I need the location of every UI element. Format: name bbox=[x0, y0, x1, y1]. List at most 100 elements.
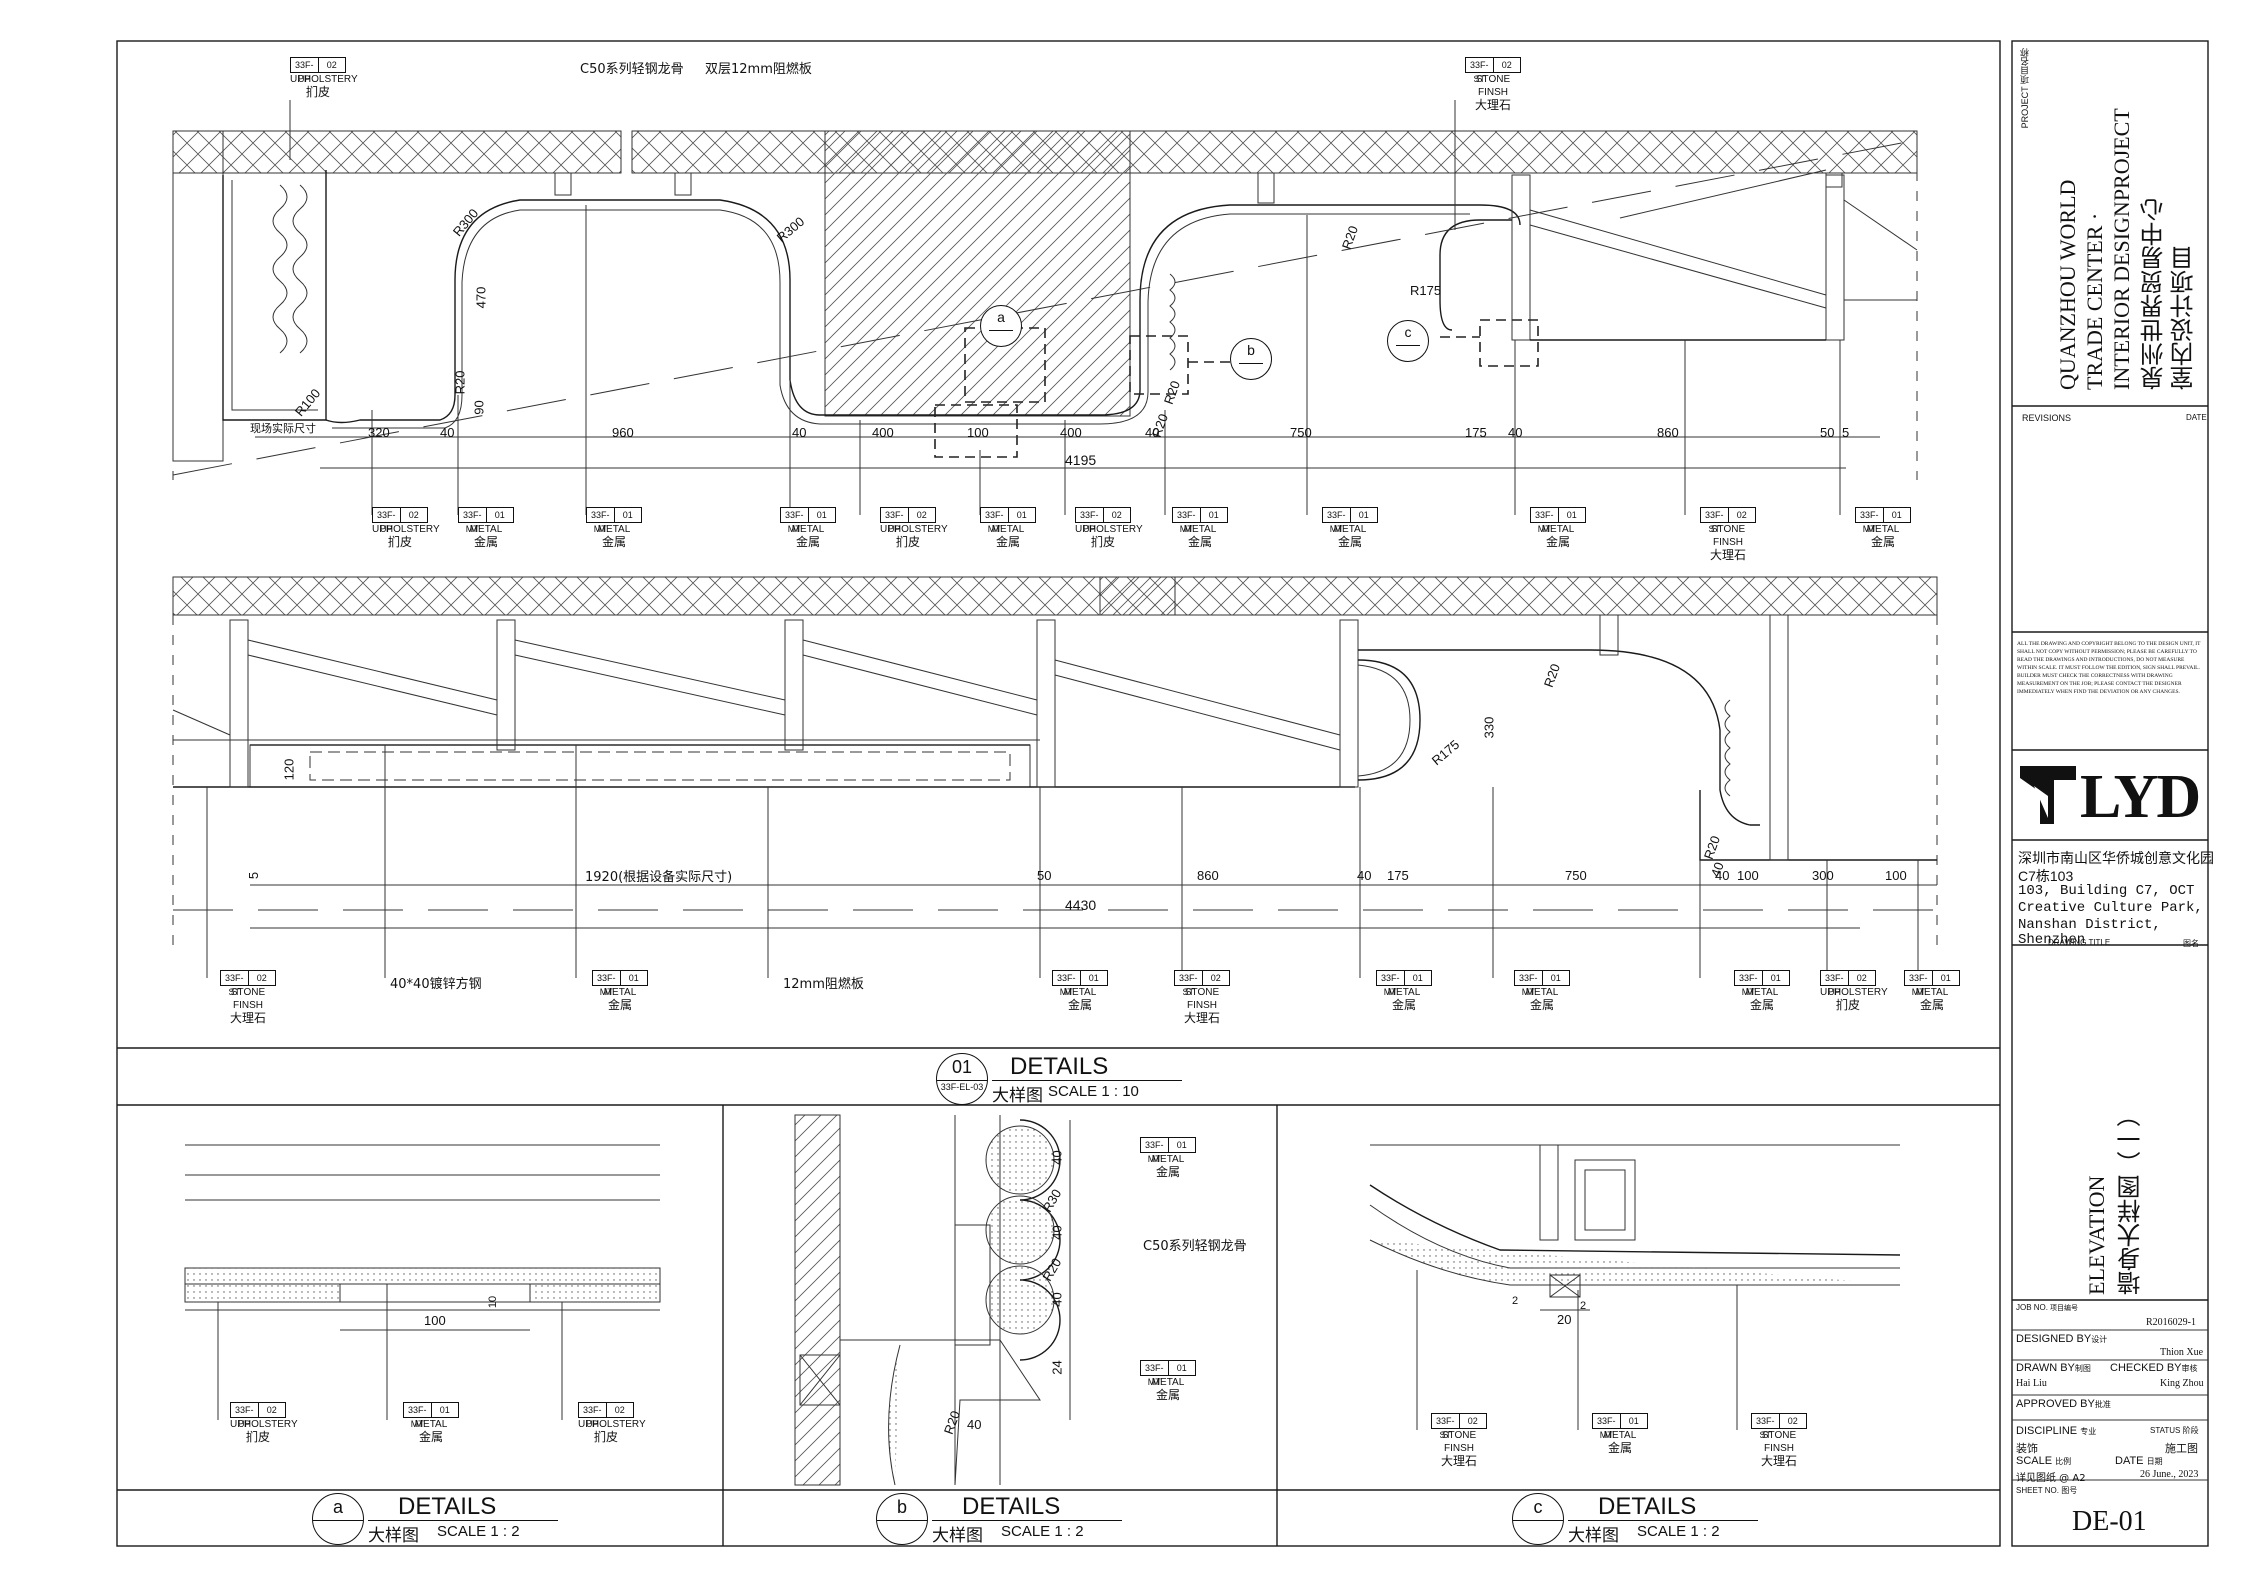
dim: 40 bbox=[967, 1417, 982, 1432]
dim: 860 bbox=[1657, 425, 1679, 440]
dim-total-top: 4195 bbox=[1065, 452, 1097, 468]
note-keel: C50系列轻钢龙骨 bbox=[580, 62, 684, 77]
dim: 100 bbox=[1737, 868, 1759, 883]
address-en4: Shenzhen bbox=[2018, 932, 2086, 948]
status-label: STATUS 阶段 bbox=[2150, 1426, 2199, 1435]
address-en1: 103, Building C7, OCT bbox=[2018, 883, 2195, 899]
dim: 40 bbox=[1049, 1150, 1065, 1165]
revisions-date-label: DATE bbox=[2186, 413, 2207, 422]
dim: 750 bbox=[1290, 425, 1312, 440]
project-name-en-2: TRADE CENTER · bbox=[2082, 212, 2107, 390]
designed-label: DESIGNED BY设计 bbox=[2016, 1333, 2108, 1345]
title-block-frame bbox=[2011, 40, 2209, 1547]
dim: 5 bbox=[246, 871, 262, 880]
dim: 100 bbox=[967, 425, 989, 440]
dim: 40 bbox=[792, 425, 807, 440]
callout-a: a bbox=[980, 305, 1022, 347]
dim: R20 bbox=[452, 370, 468, 395]
address-cn: 深圳市南山区华侨城创意文化园 bbox=[2018, 851, 2214, 867]
dim: 40 bbox=[1357, 868, 1372, 883]
note-board: 双层12mm阻燃板 bbox=[705, 62, 812, 77]
detail-b-drawing bbox=[794, 1114, 1071, 1486]
dim: 5 bbox=[1842, 425, 1850, 440]
checked-value: King Zhou bbox=[2160, 1378, 2204, 1389]
dim: 24 bbox=[1049, 1360, 1065, 1375]
dim: 40 bbox=[1715, 868, 1730, 883]
dim-total-bottom: 4430 bbox=[1065, 897, 1097, 913]
designed-value: Thion Xue bbox=[2160, 1347, 2204, 1358]
note-site: 现场实际尺寸 bbox=[250, 422, 316, 435]
dim: 960 bbox=[612, 425, 634, 440]
callout-b: b bbox=[1230, 338, 1272, 380]
project-name-en-3: INTERIOR DESIGNPROJECT bbox=[2109, 108, 2134, 390]
callout-box-b bbox=[1129, 335, 1189, 395]
dim: 40 bbox=[1508, 425, 1523, 440]
dim: 2 bbox=[1580, 1300, 1587, 1312]
project-name-en-1: QUANZHOU WORLD bbox=[2055, 179, 2080, 390]
logo-mark-icon bbox=[2018, 760, 2078, 830]
drawing-title-label: DRAWING TITLE bbox=[2048, 938, 2111, 947]
dim: 100 bbox=[1885, 868, 1907, 883]
note-steel: 40*40镀锌方钢 bbox=[390, 977, 482, 992]
dim: 50 bbox=[1820, 425, 1835, 440]
dim: 50 bbox=[1037, 868, 1052, 883]
sheet-number: DE-01 bbox=[2072, 1506, 2147, 1537]
discipline-label: DISCIPLINE 专业 bbox=[2016, 1425, 2097, 1437]
revisions-label: REVISIONS bbox=[2022, 413, 2072, 423]
drawing-frame bbox=[116, 40, 2001, 1547]
detail-c-drawing bbox=[1369, 1144, 1901, 1311]
project-label: PROJECT 项目名称 bbox=[2020, 48, 2030, 129]
detail-b-title: b DETAILS 大样图 SCALE 1 : 2 bbox=[876, 1493, 1122, 1546]
dim: 400 bbox=[872, 425, 894, 440]
slab-top-left bbox=[172, 130, 622, 174]
dim: 330 bbox=[1481, 716, 1497, 739]
title-block-lines bbox=[2012, 405, 2208, 1481]
dim: 2 bbox=[1512, 1295, 1519, 1307]
dim: 100 bbox=[424, 1313, 446, 1328]
checked-label: CHECKED BY审核 bbox=[2110, 1362, 2198, 1374]
dim: 10 bbox=[487, 1295, 500, 1309]
date-label: DATE 日期 bbox=[2115, 1455, 2163, 1467]
concrete-column bbox=[824, 130, 1131, 417]
discipline-value: 装饰 bbox=[2016, 1442, 2038, 1455]
main-title-text: DETAILS bbox=[1010, 1053, 1109, 1080]
status-value: 施工图 bbox=[2165, 1442, 2198, 1455]
leader-lines bbox=[206, 100, 1919, 1430]
dim: R175 bbox=[1410, 283, 1442, 298]
scale-label: SCALE 比例 bbox=[2016, 1455, 2072, 1467]
job-label: JOB NO. bbox=[2016, 1303, 2049, 1312]
drawing-title-label-cn: 图名 bbox=[2183, 939, 2199, 948]
approved-label: APPROVED BY批准 bbox=[2016, 1398, 2111, 1410]
date-value: 26 June., 2023 bbox=[2140, 1469, 2199, 1480]
dim: 40 bbox=[1145, 425, 1160, 440]
drawn-value: Hai Liu bbox=[2016, 1378, 2047, 1389]
dim: 470 bbox=[473, 286, 489, 309]
sheet-label: SHEET NO. 图号 bbox=[2016, 1486, 2078, 1495]
callout-c: c bbox=[1387, 320, 1429, 362]
callout-box-c bbox=[1479, 319, 1539, 367]
